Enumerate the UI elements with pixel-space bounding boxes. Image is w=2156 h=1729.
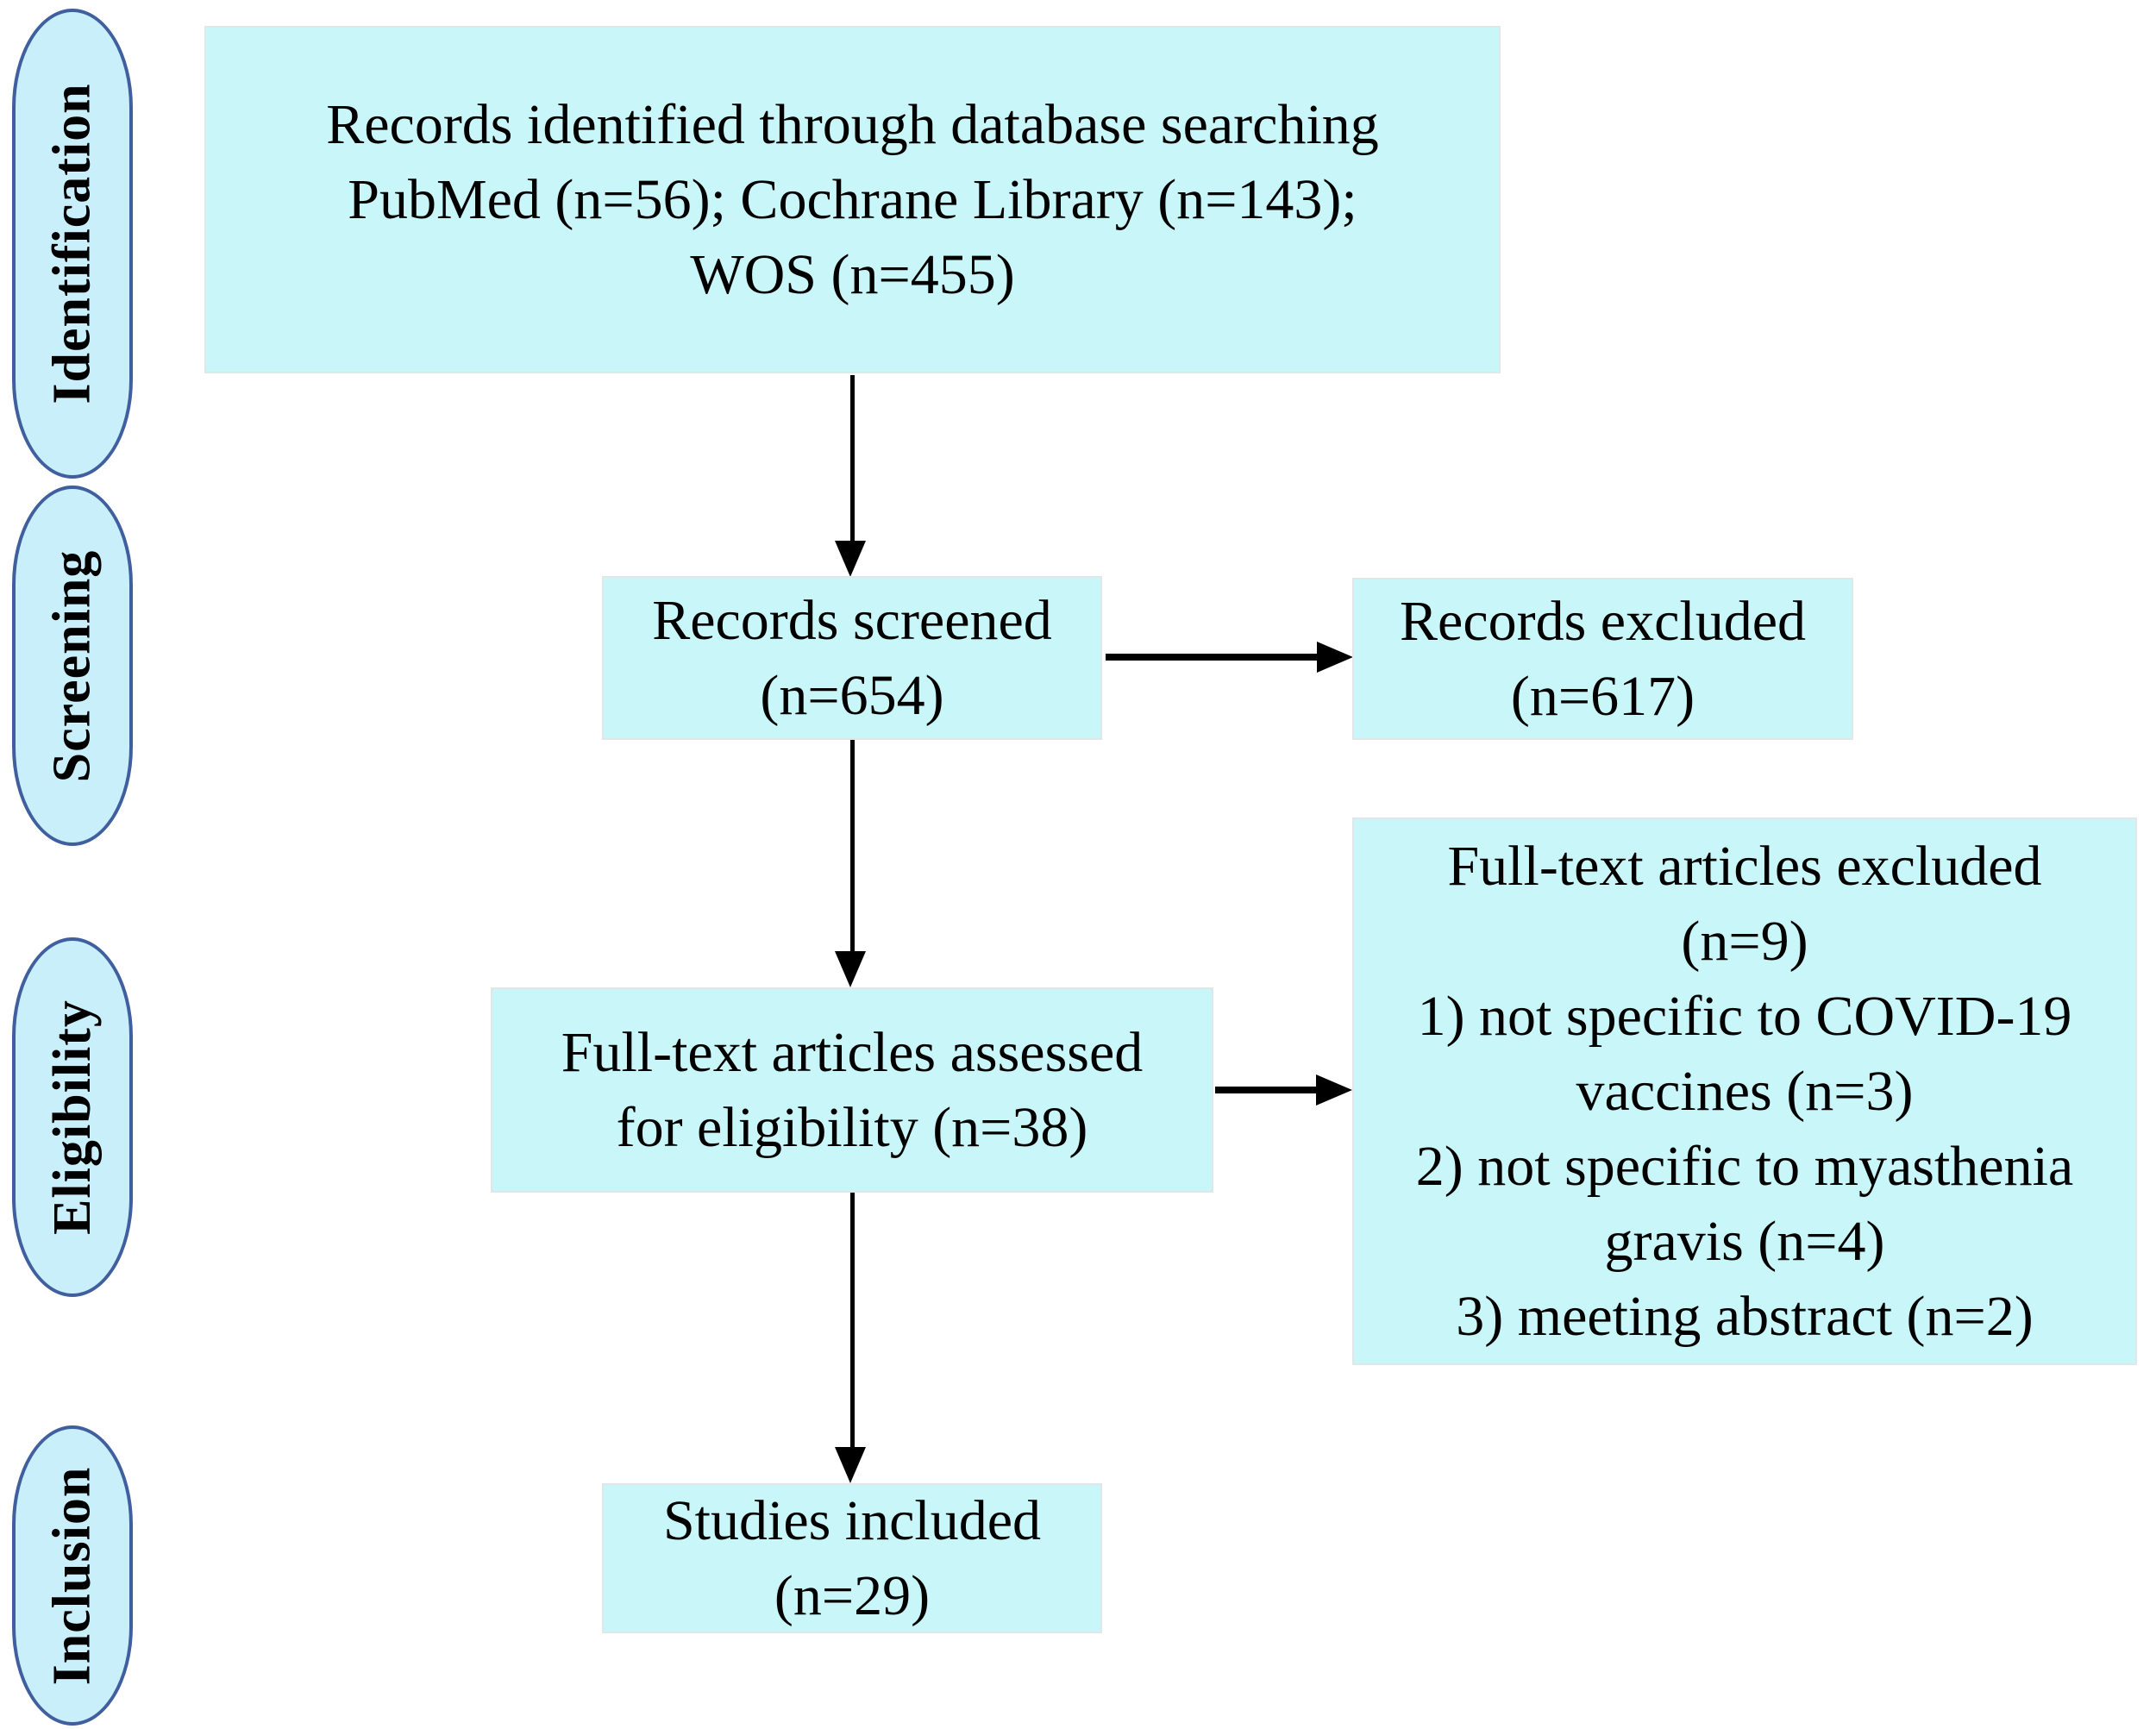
box-line: WOS (n=455)	[690, 243, 1015, 307]
arrow-screened-to-assessed-head	[835, 951, 866, 987]
stage-pill-identification: Identification	[12, 9, 133, 479]
box-line: (n=29)	[774, 1564, 931, 1627]
box-line: Records identified through database sear…	[326, 92, 1379, 156]
arrow-screened-to-assessed-line	[850, 740, 855, 953]
stage-pill-label: Screening	[42, 549, 102, 782]
stage-pill-inclusion: Inclusion	[12, 1425, 133, 1726]
box-line: PubMed (n=56); Cochrane Library (n=143);	[348, 167, 1357, 231]
arrow-assessed-to-fulltext-excluded-line	[1215, 1087, 1319, 1093]
box-line: for eligibility (n=38)	[616, 1096, 1088, 1159]
arrow-screened-to-excluded-line	[1106, 654, 1319, 661]
stage-pill-label: Eligibility	[42, 999, 102, 1235]
box-line: 2) not specific to myasthenia	[1415, 1135, 2074, 1199]
box-line: Records screened	[652, 588, 1052, 652]
arrow-assessed-to-fulltext-excluded-head	[1316, 1074, 1352, 1106]
box-line: 1) not specific to COVID-19	[1417, 984, 2072, 1048]
box-fulltext-excluded: Full-text articles excluded (n=9) 1) not…	[1352, 818, 2137, 1365]
box-fulltext-assessed: Full-text articles assessed for eligibil…	[491, 987, 1213, 1193]
box-records-identified: Records identified through database sear…	[204, 26, 1501, 373]
box-line: Full-text articles excluded	[1447, 834, 2042, 898]
box-line: (n=654)	[760, 664, 944, 727]
arrow-identified-to-screened-line	[850, 375, 855, 543]
stage-pill-label: Inclusion	[42, 1466, 102, 1685]
box-line: 3) meeting abstract (n=2)	[1456, 1285, 2034, 1349]
box-line: gravis (n=4)	[1604, 1210, 1885, 1274]
stage-pill-eligibility: Eligibility	[12, 937, 133, 1297]
box-line: (n=617)	[1510, 665, 1695, 728]
arrow-screened-to-excluded-head	[1317, 642, 1353, 673]
arrow-assessed-to-included-line	[850, 1193, 855, 1449]
box-records-screened: Records screened (n=654)	[602, 576, 1102, 740]
box-line: vaccines (n=3)	[1576, 1059, 1914, 1123]
arrow-assessed-to-included-head	[835, 1447, 866, 1483]
arrow-identified-to-screened-head	[835, 541, 866, 577]
stage-pill-label: Identification	[42, 83, 102, 404]
box-line: Full-text articles assessed	[561, 1020, 1144, 1084]
box-line: Records excluded	[1400, 589, 1806, 653]
stage-pill-screening: Screening	[12, 485, 133, 846]
box-line: (n=9)	[1681, 909, 1808, 973]
box-studies-included: Studies included (n=29)	[602, 1483, 1102, 1633]
box-records-excluded: Records excluded (n=617)	[1352, 578, 1853, 740]
box-line: Studies included	[662, 1488, 1042, 1552]
